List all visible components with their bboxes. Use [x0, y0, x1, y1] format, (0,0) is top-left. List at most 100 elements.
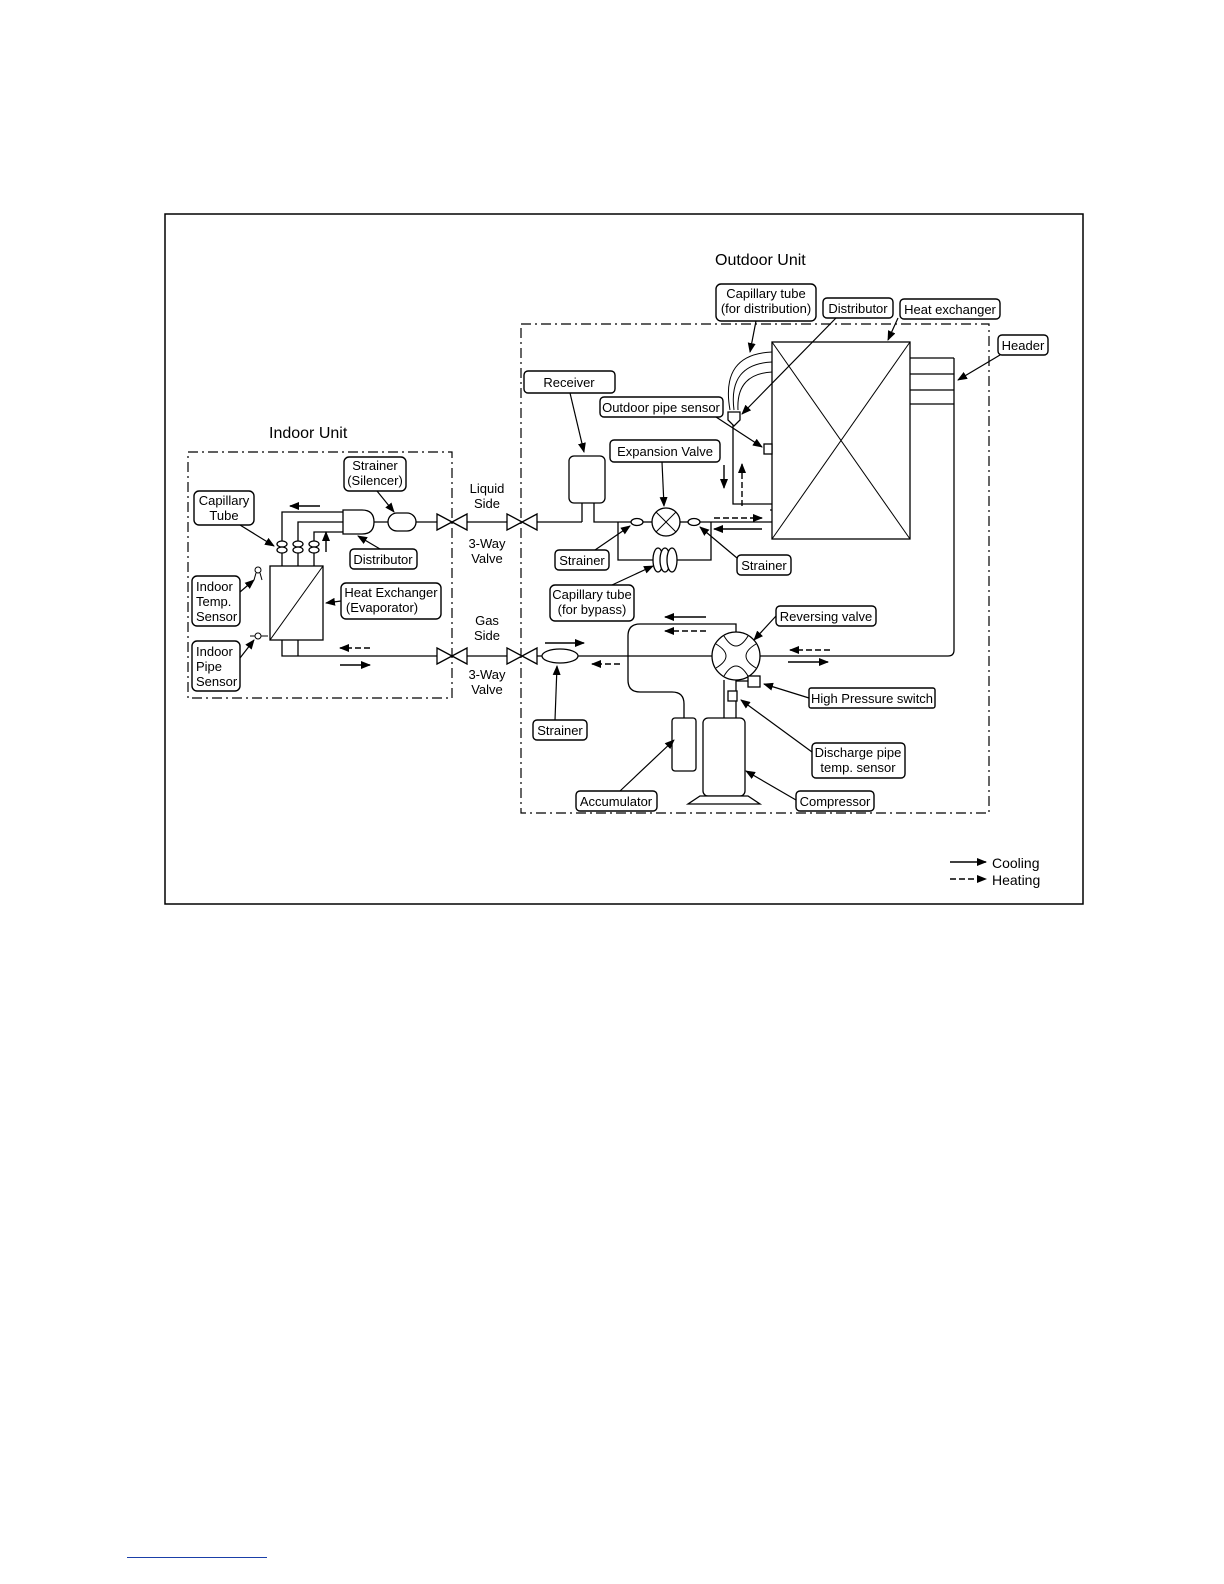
svg-text:Strainer: Strainer	[352, 458, 398, 473]
indoor-heat-exchanger	[269, 565, 324, 641]
label-heat-exchanger-outdoor: Heat exchanger	[899, 298, 1001, 320]
liquid-side-label-2: Side	[474, 496, 500, 511]
footer-rule	[127, 1557, 267, 1558]
svg-text:temp. sensor: temp. sensor	[820, 760, 896, 775]
outdoor-distributor	[727, 411, 741, 427]
gas-valve-label-2: Valve	[471, 682, 503, 697]
svg-text:Capillary: Capillary	[199, 493, 250, 508]
indoor-strainer-silencer	[387, 512, 417, 532]
svg-text:Compressor: Compressor	[800, 794, 871, 809]
outdoor-heat-exchanger	[771, 341, 911, 540]
indoor-distributor	[342, 509, 375, 535]
indoor-unit-boundary	[187, 451, 453, 699]
label-distributor-indoor: Distributor	[349, 548, 418, 570]
svg-text:(for distribution): (for distribution)	[721, 301, 811, 316]
liquid-valve-label-2: Valve	[471, 551, 503, 566]
heating-flow-arrows	[339, 463, 830, 668]
cooling-flow-arrows	[289, 465, 829, 669]
indoor-hx-bottom	[281, 640, 313, 657]
svg-text:Discharge pipe: Discharge pipe	[815, 745, 902, 760]
discharge-pipe-sensor	[727, 690, 738, 702]
svg-text:Indoor: Indoor	[196, 579, 234, 594]
label-capillary-tube-indoor: Capillary Tube	[193, 490, 255, 526]
leader-arrows	[239, 317, 1001, 801]
svg-text:Header: Header	[1002, 338, 1045, 353]
label-capillary-tube-distribution: Capillary tube (for distribution)	[715, 283, 817, 322]
svg-text:(Silencer): (Silencer)	[347, 473, 403, 488]
liquid-side-label-1: Liquid	[470, 481, 505, 496]
label-reversing-valve: Reversing valve	[775, 605, 877, 627]
compressor	[685, 717, 763, 805]
label-high-pressure-switch: High Pressure switch	[808, 687, 936, 709]
svg-text:Strainer: Strainer	[537, 723, 583, 738]
label-distributor-outdoor: Distributor	[822, 297, 894, 319]
accumulator	[671, 717, 697, 772]
gas-side-label-1: Gas	[475, 613, 499, 628]
label-strainer-gas: Strainer	[532, 719, 588, 741]
bypass-capillary-coil	[652, 547, 678, 573]
gas-3-way-valve-indoor	[436, 646, 468, 666]
legend-heating-label: Heating	[992, 872, 1040, 888]
label-discharge-pipe-sensor: Discharge pipe temp. sensor	[811, 742, 906, 779]
high-pressure-switch	[747, 675, 761, 688]
label-strainer-right: Strainer	[736, 554, 792, 576]
label-strainer-left: Strainer	[554, 549, 610, 571]
expansion-valve	[651, 507, 681, 537]
label-indoor-temp-sensor: Indoor Temp. Sensor	[191, 575, 241, 627]
svg-text:Outdoor pipe sensor: Outdoor pipe sensor	[602, 400, 720, 415]
gas-line-strainer	[541, 648, 579, 664]
indoor-temp-sensor-icon	[253, 566, 263, 581]
svg-text:Reversing valve: Reversing valve	[780, 609, 873, 624]
svg-text:Distributor: Distributor	[353, 552, 413, 567]
liquid-3-way-valve-outdoor	[506, 512, 538, 532]
label-header: Header	[997, 334, 1049, 356]
svg-text:Sensor: Sensor	[196, 674, 238, 689]
diagram-frame	[164, 213, 1084, 905]
legend-cooling-label: Cooling	[992, 855, 1039, 871]
svg-text:Strainer: Strainer	[741, 558, 787, 573]
receiver-pipe	[581, 503, 632, 523]
gas-3-way-valve-outdoor	[506, 646, 538, 666]
svg-text:Capillary tube: Capillary tube	[552, 587, 632, 602]
distribution-capillary-tubes	[727, 351, 773, 411]
label-strainer-silencer: Strainer (Silencer)	[343, 456, 407, 492]
label-receiver: Receiver	[523, 370, 616, 394]
header-lines	[910, 357, 954, 405]
svg-text:Capillary tube: Capillary tube	[726, 286, 806, 301]
label-outdoor-pipe-sensor: Outdoor pipe sensor	[599, 396, 724, 418]
svg-text:Heat Exchanger: Heat Exchanger	[344, 585, 438, 600]
svg-text:Distributor: Distributor	[828, 301, 888, 316]
label-accumulator: Accumulator	[575, 790, 658, 812]
legend: Cooling Heating	[950, 855, 1040, 888]
gas-valve-label-1: 3-Way	[468, 667, 506, 682]
reversing-to-header	[760, 358, 955, 657]
label-compressor: Compressor	[795, 790, 875, 812]
reversing-to-accumulator	[627, 623, 737, 718]
svg-text:(for bypass): (for bypass)	[558, 602, 627, 617]
liquid-valve-label-1: 3-Way	[468, 536, 506, 551]
svg-text:Indoor: Indoor	[196, 644, 234, 659]
svg-text:Strainer: Strainer	[559, 553, 605, 568]
hx-left-pipe	[732, 412, 772, 505]
strainer-expansion-left	[630, 517, 644, 527]
label-heat-exchanger-indoor: Heat Exchanger (Evaporator)	[340, 582, 442, 620]
strainer-expansion-right	[687, 517, 701, 527]
svg-text:Expansion Valve: Expansion Valve	[617, 444, 713, 459]
outdoor-pipe-sensor	[763, 443, 773, 455]
svg-text:Receiver: Receiver	[543, 375, 595, 390]
label-indoor-pipe-sensor: Indoor Pipe Sensor	[191, 640, 241, 692]
outdoor-unit-title: Outdoor Unit	[715, 252, 806, 269]
svg-text:Heat exchanger: Heat exchanger	[904, 302, 996, 317]
indoor-pipe-sensor-icon	[250, 632, 268, 640]
reversing-valve	[711, 631, 761, 681]
label-capillary-tube-bypass: Capillary tube (for bypass)	[549, 584, 635, 622]
svg-text:Sensor: Sensor	[196, 609, 238, 624]
gas-side-label-2: Side	[474, 628, 500, 643]
liquid-3-way-valve-indoor	[436, 512, 468, 532]
indoor-unit-title: Indoor Unit	[269, 425, 348, 442]
indoor-capillary-coils	[276, 540, 320, 554]
svg-text:High Pressure switch: High Pressure switch	[811, 691, 933, 706]
svg-text:Temp.: Temp.	[196, 594, 231, 609]
svg-text:Tube: Tube	[209, 508, 238, 523]
